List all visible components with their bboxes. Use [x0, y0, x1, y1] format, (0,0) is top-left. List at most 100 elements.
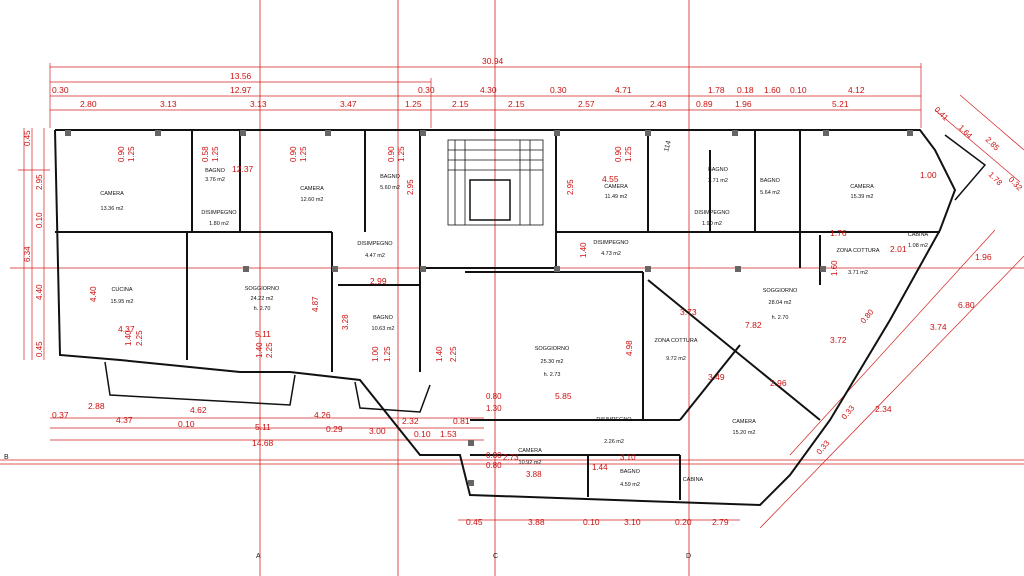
room-bagno-5: BAGNO 5.64 m2	[760, 178, 781, 196]
svg-text:CUCINA: CUCINA	[111, 287, 132, 293]
dim-row2-2: 3.13	[160, 99, 177, 109]
dim-win-14: 2.25	[265, 342, 274, 358]
dim-win-5: 0.90	[289, 146, 298, 162]
columns	[65, 130, 913, 486]
dim-row2-10: 0.89	[696, 99, 713, 109]
dim-inner-7: 1.76	[830, 228, 847, 238]
dim-win-15: 1.00	[371, 346, 380, 362]
dim-inner-9: 3.73	[680, 307, 697, 317]
dim-small-2: 1.30	[486, 404, 502, 413]
svg-text:ZONA COTTURA: ZONA COTTURA	[836, 248, 879, 254]
dim-small-1: 0.80	[486, 392, 502, 401]
bottom-row2-dimensions: 0.37 4.37 0.10 5.11 0.29 3.00 0.10 1.53	[52, 410, 457, 439]
dim-diag-5: 0.32	[1007, 175, 1024, 193]
svg-text:DISIMPEGNO: DISIMPEGNO	[357, 241, 393, 247]
dim-bottom2-5: 0.29	[326, 424, 343, 434]
dim-total-width: 30.94	[482, 56, 504, 66]
dim-bottom1-3: 4.26	[314, 410, 331, 420]
svg-text:ZONA COTTURA: ZONA COTTURA	[654, 338, 697, 344]
room-disimpegno-1: DISIMPEGNO 1.80 m2	[201, 210, 237, 227]
dim-win-9: 0.90	[614, 146, 623, 162]
dim-row2-3: 3.13	[250, 99, 267, 109]
dim-diag-2: 1.64	[957, 123, 975, 141]
dim-diag-7: 0.33	[840, 403, 857, 421]
dim-bottom3-5: 0.20	[675, 517, 692, 527]
dim-left-2: 2.95	[35, 174, 44, 190]
dim-win-18: 2.25	[449, 346, 458, 362]
dim-bottom-total: 14.68	[252, 438, 274, 448]
room-camera-2: CAMERA 12.60 m2	[300, 186, 324, 203]
svg-text:1.08 m2: 1.08 m2	[908, 243, 928, 249]
second-row-dimensions: 2.80 3.13 3.13 3.47 1.25 2.15 2.15 2.57 …	[80, 99, 849, 109]
room-camera-5: CAMERA 15.20 m2	[732, 419, 756, 436]
svg-text:3.71 m2: 3.71 m2	[708, 178, 728, 184]
dimension-lines	[23, 63, 1024, 529]
dim-bottom2-3: 0.10	[178, 419, 195, 429]
svg-text:1.90 m2: 1.90 m2	[702, 221, 722, 227]
dim-bottom1-5: 0.81	[453, 416, 470, 426]
svg-text:5.64 m2: 5.64 m2	[760, 190, 780, 196]
dim-win-21: 4.87	[311, 296, 320, 312]
svg-text:DISIMPEGNO: DISIMPEGNO	[694, 210, 730, 216]
svg-text:BAGNO: BAGNO	[373, 315, 394, 321]
svg-text:13.36 m2: 13.36 m2	[101, 206, 124, 212]
dim-win-20: 2.95	[566, 179, 575, 195]
dim-inner-16: 1.96	[975, 252, 992, 262]
dim-bottom1-1: 2.88	[88, 401, 105, 411]
stairwell	[447, 139, 544, 226]
svg-text:15.39 m2: 15.39 m2	[851, 194, 874, 200]
balconies	[104, 134, 987, 413]
dim-win-7: 0.90	[387, 146, 396, 162]
dim-left-block: 13.56	[230, 71, 252, 81]
svg-text:3.76 m2: 3.76 m2	[205, 177, 225, 183]
dim-win-24: 1.40	[579, 242, 588, 258]
svg-text:11.49 m2: 11.49 m2	[605, 194, 628, 200]
dim-diag-8: 0.33	[815, 438, 832, 456]
svg-text:4.59 m2: 4.59 m2	[620, 482, 640, 488]
dim-small-8: 0.80	[486, 461, 502, 470]
room-camera-1: CAMERA 13.36 m2	[100, 191, 124, 212]
dim-top-3: 4.30	[480, 85, 497, 95]
dim-win-25: 1.60	[830, 260, 839, 276]
dim-bottom2-2: 4.37	[116, 415, 133, 425]
dim-bottom3-1: 0.45	[466, 517, 483, 527]
dim-bottom3-3: 0.10	[583, 517, 600, 527]
dim-top-1: 0.30	[52, 85, 69, 95]
dim-row2-1: 2.80	[80, 99, 97, 109]
window-dimensions: 0.90 1.25 0.58 1.25 0.90 1.25 0.90 1.25 …	[117, 146, 839, 362]
grid-label-a: A	[256, 553, 261, 560]
inner-dimensions: 12.37 4.55 2.99 4.37 5.11 5.85 1.76 2.01…	[118, 164, 992, 414]
room-camera-6: CAMERA 10.92 m2	[518, 448, 542, 466]
dim-row2-4: 3.47	[340, 99, 357, 109]
svg-text:28.04 m2: 28.04 m2	[769, 300, 792, 306]
dim-left-5: 4.40	[35, 284, 44, 300]
room-camera-3: CAMERA 11.49 m2	[604, 184, 628, 200]
dim-left-inner: 12.97	[230, 85, 252, 95]
dim-left-3: 0.10	[35, 212, 44, 228]
dim-bottom2-7: 0.10	[414, 429, 431, 439]
dim-small-4: 2.73	[503, 453, 519, 462]
dim-top-10: 4.12	[848, 85, 865, 95]
diagonal-dimensions: 0.41 1.64 2.85 1.78 0.32 0.80 0.33 0.33	[815, 105, 1024, 456]
dim-diag-1: 0.41	[933, 105, 951, 123]
svg-text:10.63 m2: 10.63 m2	[372, 326, 395, 332]
svg-text:3.71 m2: 3.71 m2	[848, 270, 868, 276]
axis-labels: A B C D	[4, 454, 691, 560]
dim-inner-4: 4.37	[118, 324, 135, 334]
room-soggiorno-1: SOGGIORNO 24.22 m2 h. 2.70	[245, 286, 280, 312]
dim-win-10: 1.25	[624, 146, 633, 162]
svg-text:BAGNO: BAGNO	[620, 469, 641, 475]
room-cabina-2: CABINA	[683, 477, 704, 483]
dim-inner-6: 5.85	[555, 391, 572, 401]
dim-top-9: 0.10	[790, 85, 807, 95]
dim-win-4: 1.25	[211, 146, 220, 162]
dim-bottom1-2: 4.62	[190, 405, 207, 415]
dim-row2-11: 1.96	[735, 99, 752, 109]
dim-top-8: 1.60	[764, 85, 781, 95]
dim-top-6: 1.78	[708, 85, 725, 95]
dim-small-3: 0.80	[486, 451, 502, 460]
dim-win-13: 1.40	[255, 342, 264, 358]
room-cabina-1: CABINA 1.08 m2	[908, 232, 929, 249]
svg-text:h. 2.73: h. 2.73	[544, 372, 561, 378]
